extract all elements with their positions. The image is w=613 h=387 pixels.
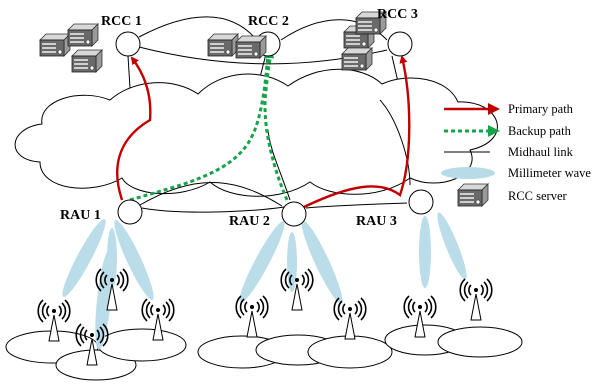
rcc-3-label: RCC 3 bbox=[377, 7, 418, 22]
rau-1-node bbox=[117, 199, 143, 225]
backup-paths bbox=[129, 50, 289, 202]
legend: Primary path Backup path Midhaul link Mi… bbox=[441, 102, 591, 207]
midhaul-links-bottom bbox=[139, 99, 411, 213]
rau-2-node bbox=[281, 201, 307, 227]
rcc-1-node bbox=[115, 31, 141, 57]
rau-3-label: RAU 3 bbox=[356, 214, 397, 229]
rau-nodes bbox=[117, 189, 434, 227]
rau-3-node bbox=[408, 189, 434, 215]
rau-2-label: RAU 2 bbox=[229, 214, 270, 229]
legend-mmwave-label: Millimeter wave bbox=[508, 166, 591, 180]
rcc-2-label: RCC 2 bbox=[248, 14, 289, 29]
coverage-cells bbox=[5, 324, 523, 381]
rcc-servers bbox=[39, 11, 387, 73]
rau-1-label: RAU 1 bbox=[60, 208, 101, 223]
legend-primary-label: Primary path bbox=[508, 102, 574, 116]
midhaul-cloud bbox=[14, 68, 498, 197]
legend-midhaul-label: Midhaul link bbox=[508, 145, 574, 159]
primary-paths bbox=[116, 55, 411, 209]
mmwave-beams bbox=[62, 212, 467, 350]
legend-backup-label: Backup path bbox=[508, 124, 572, 138]
legend-server-icon bbox=[457, 183, 489, 207]
legend-server-label: RCC server bbox=[508, 189, 568, 203]
rcc-3-node bbox=[387, 31, 413, 57]
rcc-1-label: RCC 1 bbox=[101, 14, 142, 29]
legend-primary-arrow bbox=[488, 103, 500, 115]
legend-mmwave-swatch bbox=[441, 167, 495, 179]
legend-backup-arrow bbox=[488, 125, 500, 137]
